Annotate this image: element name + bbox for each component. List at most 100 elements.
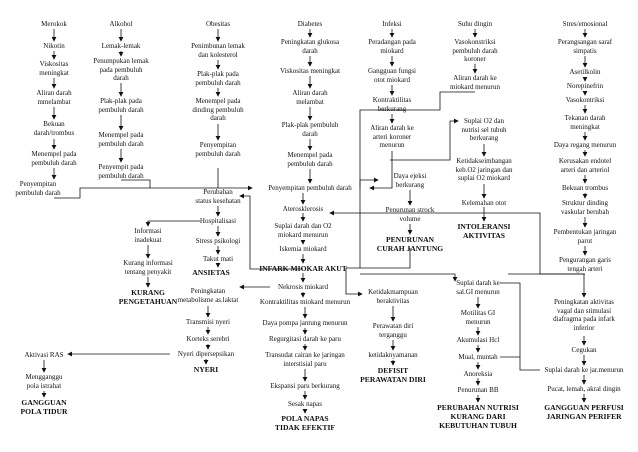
node-merokok: Merokok <box>41 20 67 28</box>
connector-92 <box>508 273 587 298</box>
node-suplai-jar: Suplai darah ke jar.menurun <box>544 366 624 374</box>
node-bekuan-2: Bekuan trombus <box>561 184 609 192</box>
connector-38 <box>54 185 253 199</box>
connector-41 <box>369 151 393 191</box>
node-daya-regang: Daya regang menurun <box>553 141 617 149</box>
node-akumulasi: Akumulasi Hcl <box>456 336 500 344</box>
node-kontraktilitas-menurun: Kontraktilitas miokard menurun <box>259 298 351 306</box>
node-iskemia: Iskemia miokard <box>279 245 327 253</box>
node-anoreksia: Anoreksia <box>463 370 493 378</box>
node-vasokonstriksi-2: Vasokontriksi <box>565 96 605 104</box>
node-pucat: Pucat, lemah, akral dingin <box>547 385 621 393</box>
node-transmisi: Transmisi nyeri <box>186 318 230 326</box>
connector-84 <box>360 273 458 282</box>
node-mual: Mual, muntah <box>458 353 498 361</box>
node-aterosklerosis: Aterosklerosis <box>282 205 324 213</box>
connector-60 <box>390 118 459 161</box>
node-daya-pompa: Daya pompa jantung menurun <box>262 319 348 327</box>
node-korteks: Korteks serebri <box>186 335 230 343</box>
node-regurgitasi: Regurgitasi darah ke paru <box>269 335 341 343</box>
node-takut: Takut mati <box>202 255 234 263</box>
connector-57 <box>359 177 379 268</box>
node-ekspansi: Ekspansi paru berkurang <box>270 382 340 390</box>
node-nyeri-dipersepsikan: Nyeri dipersepsikan <box>177 350 235 358</box>
node-viskositas-2: Viskositas meningkat <box>279 67 341 75</box>
connector-42 <box>359 91 475 188</box>
node-infeksi: Infeksi <box>382 20 402 28</box>
node-diabetes: Diabetes <box>297 20 323 28</box>
node-penyempitan-main: Penyempitan pembuluh darah <box>268 184 352 192</box>
node-cegukan: Cegukan <box>571 346 597 354</box>
node-penurunan-bb: Penurunan BB <box>457 386 499 394</box>
node-hospitalisasi: Hospitalisasi <box>199 217 237 225</box>
node-norepinefrin: Norepinefrin <box>566 82 604 90</box>
node-nekrosis: Nekrosis miokard <box>278 283 328 291</box>
diagnosis-nyeri: NYERI <box>193 365 219 374</box>
node-obesitas: Obesitas <box>205 20 231 28</box>
diagnosis-ansietas: ANSIETAS <box>192 268 230 277</box>
node-alkohol: Alkohol <box>109 20 133 28</box>
connector-39 <box>121 179 151 188</box>
connector-97 <box>500 282 540 371</box>
node-stress-psikologi: Stress psikologi <box>195 237 241 245</box>
connector-80 <box>345 268 363 297</box>
node-lemak: Lemak-lemak <box>101 42 141 50</box>
node-infark: INFARK MIOKAR AKUT <box>259 264 347 273</box>
node-ketidaknyamanan: ketidaknyamanan <box>368 351 418 359</box>
node-asetilkolin: Asetilkolin <box>569 68 601 76</box>
node-nikotin: Nikotin <box>43 42 65 50</box>
node-suhu: Suhu dingin <box>457 20 493 28</box>
node-stres: Stres/emosional <box>562 20 608 28</box>
node-sesak: Sesak napas <box>287 400 323 408</box>
connector-48 <box>239 193 303 270</box>
